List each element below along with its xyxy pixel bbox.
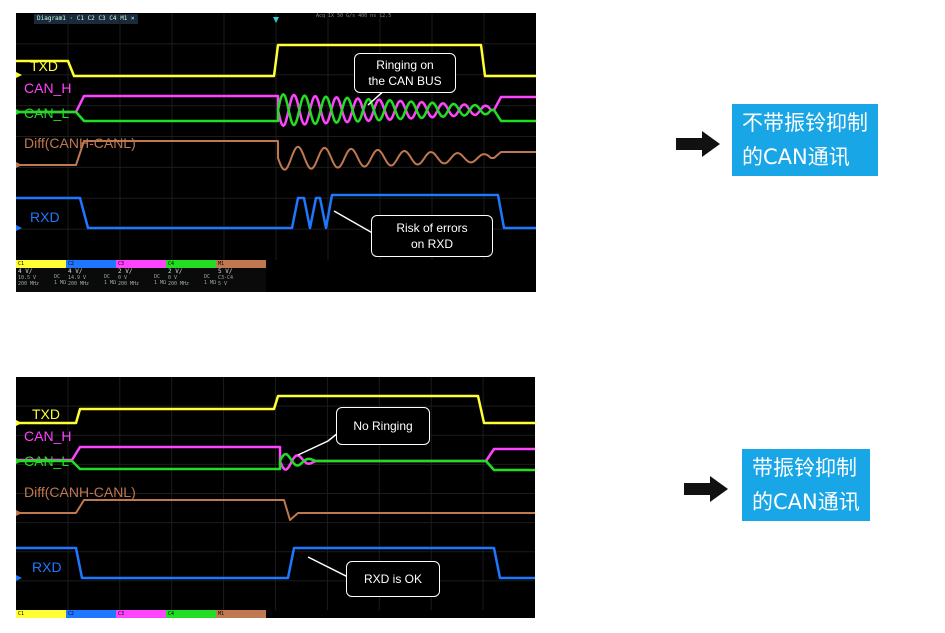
caption-line-2: 的CAN通讯 — [742, 145, 850, 169]
channel-marker-icon — [16, 458, 22, 464]
label-diff: Diff(CANH-CANL) — [24, 484, 136, 500]
trace-diff — [16, 140, 536, 171]
callout-rxd-ok: RXD is OK — [346, 561, 440, 597]
label-diff: Diff(CANH-CANL) — [24, 135, 136, 151]
label-canh: CAN_H — [24, 428, 72, 444]
label-rxd: RXD — [30, 209, 60, 225]
trigger-marker-icon — [273, 17, 279, 23]
channel-strip: C1 C2 C3 C4 M1 — [16, 260, 536, 268]
label-canh: CAN_H — [24, 80, 72, 96]
channel-strip: C1 C2 C3 C4 M1 — [16, 610, 535, 618]
callout-no-ringing: No Ringing — [336, 407, 430, 445]
trace-diff — [16, 499, 535, 521]
caption-without-suppression: 不带振铃抑制 的CAN通讯 — [732, 104, 878, 176]
channel-marker-icon — [16, 162, 22, 168]
callout-pointer — [333, 210, 377, 237]
channel-m1-tab[interactable]: M1 — [216, 610, 266, 618]
channel-m1-tab[interactable]: M1 — [216, 260, 266, 268]
waveform-plot-2 — [16, 377, 535, 610]
arrow-right-icon — [684, 476, 728, 502]
label-canl: CAN_L — [24, 105, 70, 121]
label-txd: TXD — [30, 58, 58, 74]
caption-line-1: 带振铃抑制 — [752, 456, 857, 480]
channel-marker-icon — [16, 420, 22, 426]
caption-line-1: 不带振铃抑制 — [742, 111, 868, 135]
trace-can-l — [16, 93, 536, 127]
callout-pointer — [307, 556, 349, 579]
trace-can-l — [16, 452, 535, 472]
trace-txd — [16, 394, 535, 425]
channel-c2-tab[interactable]: C2 — [66, 610, 116, 618]
channel-c1-tab[interactable]: C1 — [16, 260, 66, 268]
label-canl: CAN_L — [24, 453, 70, 469]
channel-marker-icon — [16, 72, 22, 78]
trace-txd — [16, 43, 536, 78]
diagram-tab[interactable]: Diagram1 · C1 C2 C3 C4 M1 × — [34, 14, 138, 24]
caption-with-suppression: 带振铃抑制 的CAN通讯 — [742, 449, 870, 521]
acquisition-readout: Acq 1X 50 G/s 400 ns 12.5 — [316, 13, 392, 19]
callout-pointer — [297, 432, 339, 456]
channel-c3-tab[interactable]: C3 — [116, 260, 166, 268]
oscilloscope-capture-with-suppression: TXD CAN_H CAN_L Diff(CANH-CANL) RXD C1 C… — [16, 377, 535, 618]
channel-marker-icon — [16, 109, 22, 115]
channel-c3-tab[interactable]: C3 — [116, 610, 166, 618]
arrow-right-icon — [676, 131, 720, 157]
channel-marker-icon — [16, 575, 22, 581]
callout-risk: Risk of errors on RXD — [371, 215, 493, 257]
oscilloscope-capture-without-suppression: Diagram1 · C1 C2 C3 C4 M1 × Acq 1X 50 G/… — [16, 13, 536, 292]
channel-c4-tab[interactable]: C4 — [166, 260, 216, 268]
trace-can-h — [16, 445, 535, 471]
label-txd: TXD — [32, 406, 60, 422]
waveform-plot-1 — [16, 13, 536, 260]
channel-c2-tab[interactable]: C2 — [66, 260, 116, 268]
channel-marker-icon — [16, 510, 22, 516]
label-rxd: RXD — [32, 559, 62, 575]
caption-line-2: 的CAN通讯 — [752, 490, 860, 514]
channel-c1-tab[interactable]: C1 — [16, 610, 66, 618]
callout-ringing: Ringing on the CAN BUS — [354, 53, 456, 93]
channel-marker-icon — [16, 225, 22, 231]
trace-rxd — [16, 193, 536, 230]
trace-rxd — [16, 546, 535, 580]
channel-c4-tab[interactable]: C4 — [166, 610, 216, 618]
